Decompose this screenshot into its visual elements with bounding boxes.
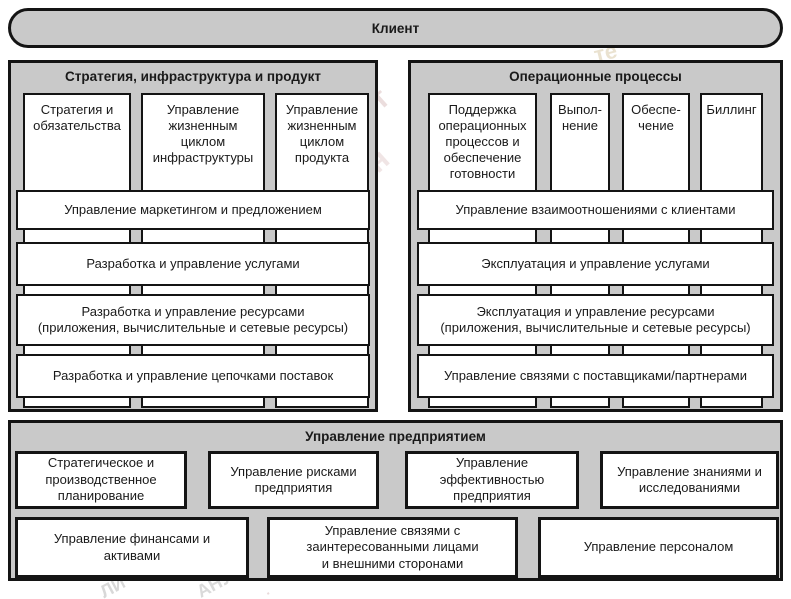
bar-service-development-management: Разработка и управление услугами <box>16 242 370 286</box>
bar-supplier-partner-relationship-management: Управление связями с поставщиками/партне… <box>417 354 774 398</box>
box-finance-asset-management: Управление финансами и активами <box>15 517 249 578</box>
box-knowledge-research-management: Управление знаниями и исследованиями <box>600 451 779 509</box>
bar-resource-management-operations: Эксплуатация и управление ресурсами (при… <box>417 294 774 346</box>
bar-service-management-operations: Эксплуатация и управление услугами <box>417 242 774 286</box>
section-enterprise-management: Управление предприятием Стратегическое и… <box>8 420 783 581</box>
bar-resource-development-management: Разработка и управление ресурсами (прило… <box>16 294 370 346</box>
section-operations: Операционные процессы Поддержка операцио… <box>408 60 783 412</box>
box-enterprise-effectiveness-management: Управление эффективностью предприятия <box>405 451 579 509</box>
bar-supply-chain-development-management: Разработка и управление цепочками постав… <box>16 354 370 398</box>
box-hr-management: Управление персоналом <box>538 517 779 578</box>
box-stakeholder-external-relations-management: Управление связями с заинтересованными л… <box>267 517 518 578</box>
section-title: Стратегия, инфраструктура и продукт <box>65 69 321 84</box>
box-enterprise-risk-management: Управление рисками предприятия <box>208 451 379 509</box>
watermark-fragment: · <box>262 584 275 599</box>
bar-marketing-offer-management: Управление маркетингом и предложением <box>16 190 370 230</box>
bar-customer-relationship-management: Управление взаимоотношениями с клиентами <box>417 190 774 230</box>
box-strategic-production-planning: Стратегическое и производственное планир… <box>15 451 187 509</box>
section-strategy-infrastructure-product: Стратегия, инфраструктура и продукт Стра… <box>8 60 378 412</box>
client-band: Клиент <box>8 8 783 48</box>
section-title: Операционные процессы <box>509 69 682 84</box>
section-title: Управление предприятием <box>305 429 486 444</box>
